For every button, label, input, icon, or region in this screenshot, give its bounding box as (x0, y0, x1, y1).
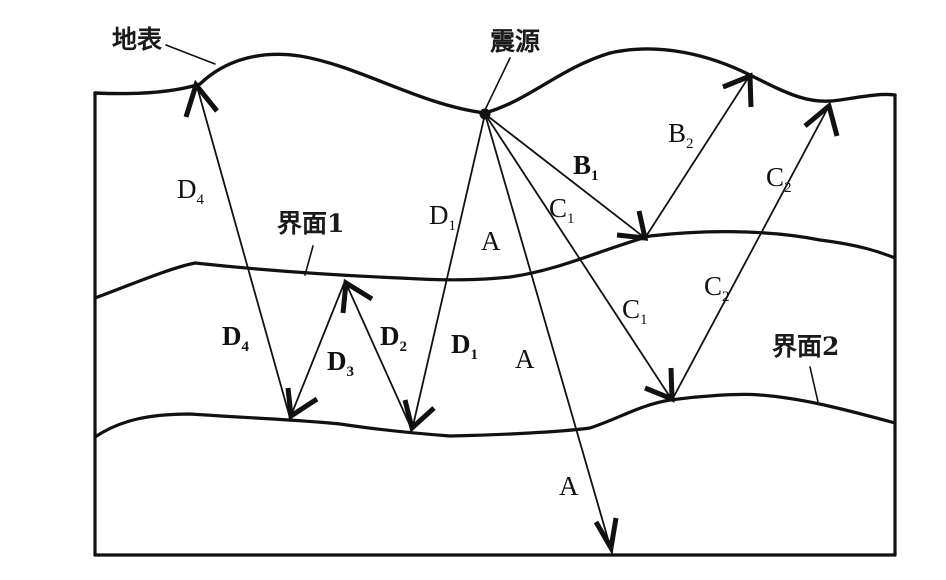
ray-label-D3: D3 (327, 346, 354, 380)
svg-text:B1: B1 (573, 150, 599, 184)
ray-label-C2-lower: C2 (704, 271, 730, 305)
ray-C1-line (484, 113, 673, 401)
ray-label-D2: D2 (380, 321, 407, 355)
arrowhead-down-icon (593, 517, 619, 556)
ray-A-line (484, 113, 613, 554)
ray-label-D1-upper: D1 (429, 200, 456, 234)
svg-text:D1: D1 (429, 200, 456, 234)
label-surface: 地表 (112, 25, 163, 54)
svg-text:A: A (515, 344, 535, 374)
surface-leader-line (165, 44, 216, 65)
focus-leader-line (484, 57, 511, 111)
ray-D3-line (289, 280, 346, 419)
ray-label-A-lower: A (559, 471, 579, 501)
svg-text:A: A (559, 471, 579, 501)
svg-text:C2: C2 (704, 271, 730, 305)
svg-text:C1: C1 (622, 294, 648, 328)
arrowhead-up-icon (803, 101, 840, 137)
ray-D1-line (411, 113, 486, 431)
ray-B2-line (644, 74, 751, 239)
svg-text:D2: D2 (380, 321, 407, 355)
interface-1-line (93, 230, 897, 300)
ray-label-D4-upper: D4 (177, 174, 205, 208)
svg-text:A: A (481, 226, 501, 256)
ray-label-B1: B1 (573, 150, 599, 184)
ray-D2-line (344, 280, 413, 431)
ray-label-D1-lower: D1 (451, 329, 478, 363)
svg-text:C1: C1 (549, 193, 575, 227)
svg-text:D3: D3 (327, 346, 354, 380)
interface-1-leader-line (304, 245, 314, 276)
label-interface-2: 界面2 (772, 332, 839, 361)
svg-text:D4: D4 (177, 174, 205, 208)
svg-text:D1: D1 (451, 329, 478, 363)
ray-label-C1-lower: C1 (622, 294, 648, 328)
label-focus: 震源 (490, 27, 540, 56)
svg-text:D4: D4 (222, 321, 250, 355)
svg-text:C2: C2 (766, 162, 792, 196)
ray-C2-line (671, 103, 831, 401)
ray-B1-line (484, 113, 646, 239)
ground-surface-line (93, 47, 897, 115)
ray-label-C2-upper: C2 (766, 162, 792, 196)
svg-text:B2: B2 (668, 118, 694, 152)
ray-label-B2: B2 (668, 118, 694, 152)
arrowhead-up-icon (722, 72, 754, 108)
label-interface-1: 界面1 (277, 209, 344, 238)
ray-D4-line (195, 82, 291, 419)
interface-2-leader-line (809, 366, 819, 403)
ray-label-C1-upper: C1 (549, 193, 575, 227)
arrowhead-down-icon (285, 387, 319, 421)
ray-label-D4-lower: D4 (222, 321, 250, 355)
frame (93, 91, 897, 557)
arrowhead-up-icon (340, 278, 374, 314)
ray-label-A-upper: A (481, 226, 501, 256)
ray-label-A-middle: A (515, 344, 535, 374)
interface-2-line (93, 392, 897, 439)
arrowhead-up-icon (183, 79, 219, 118)
